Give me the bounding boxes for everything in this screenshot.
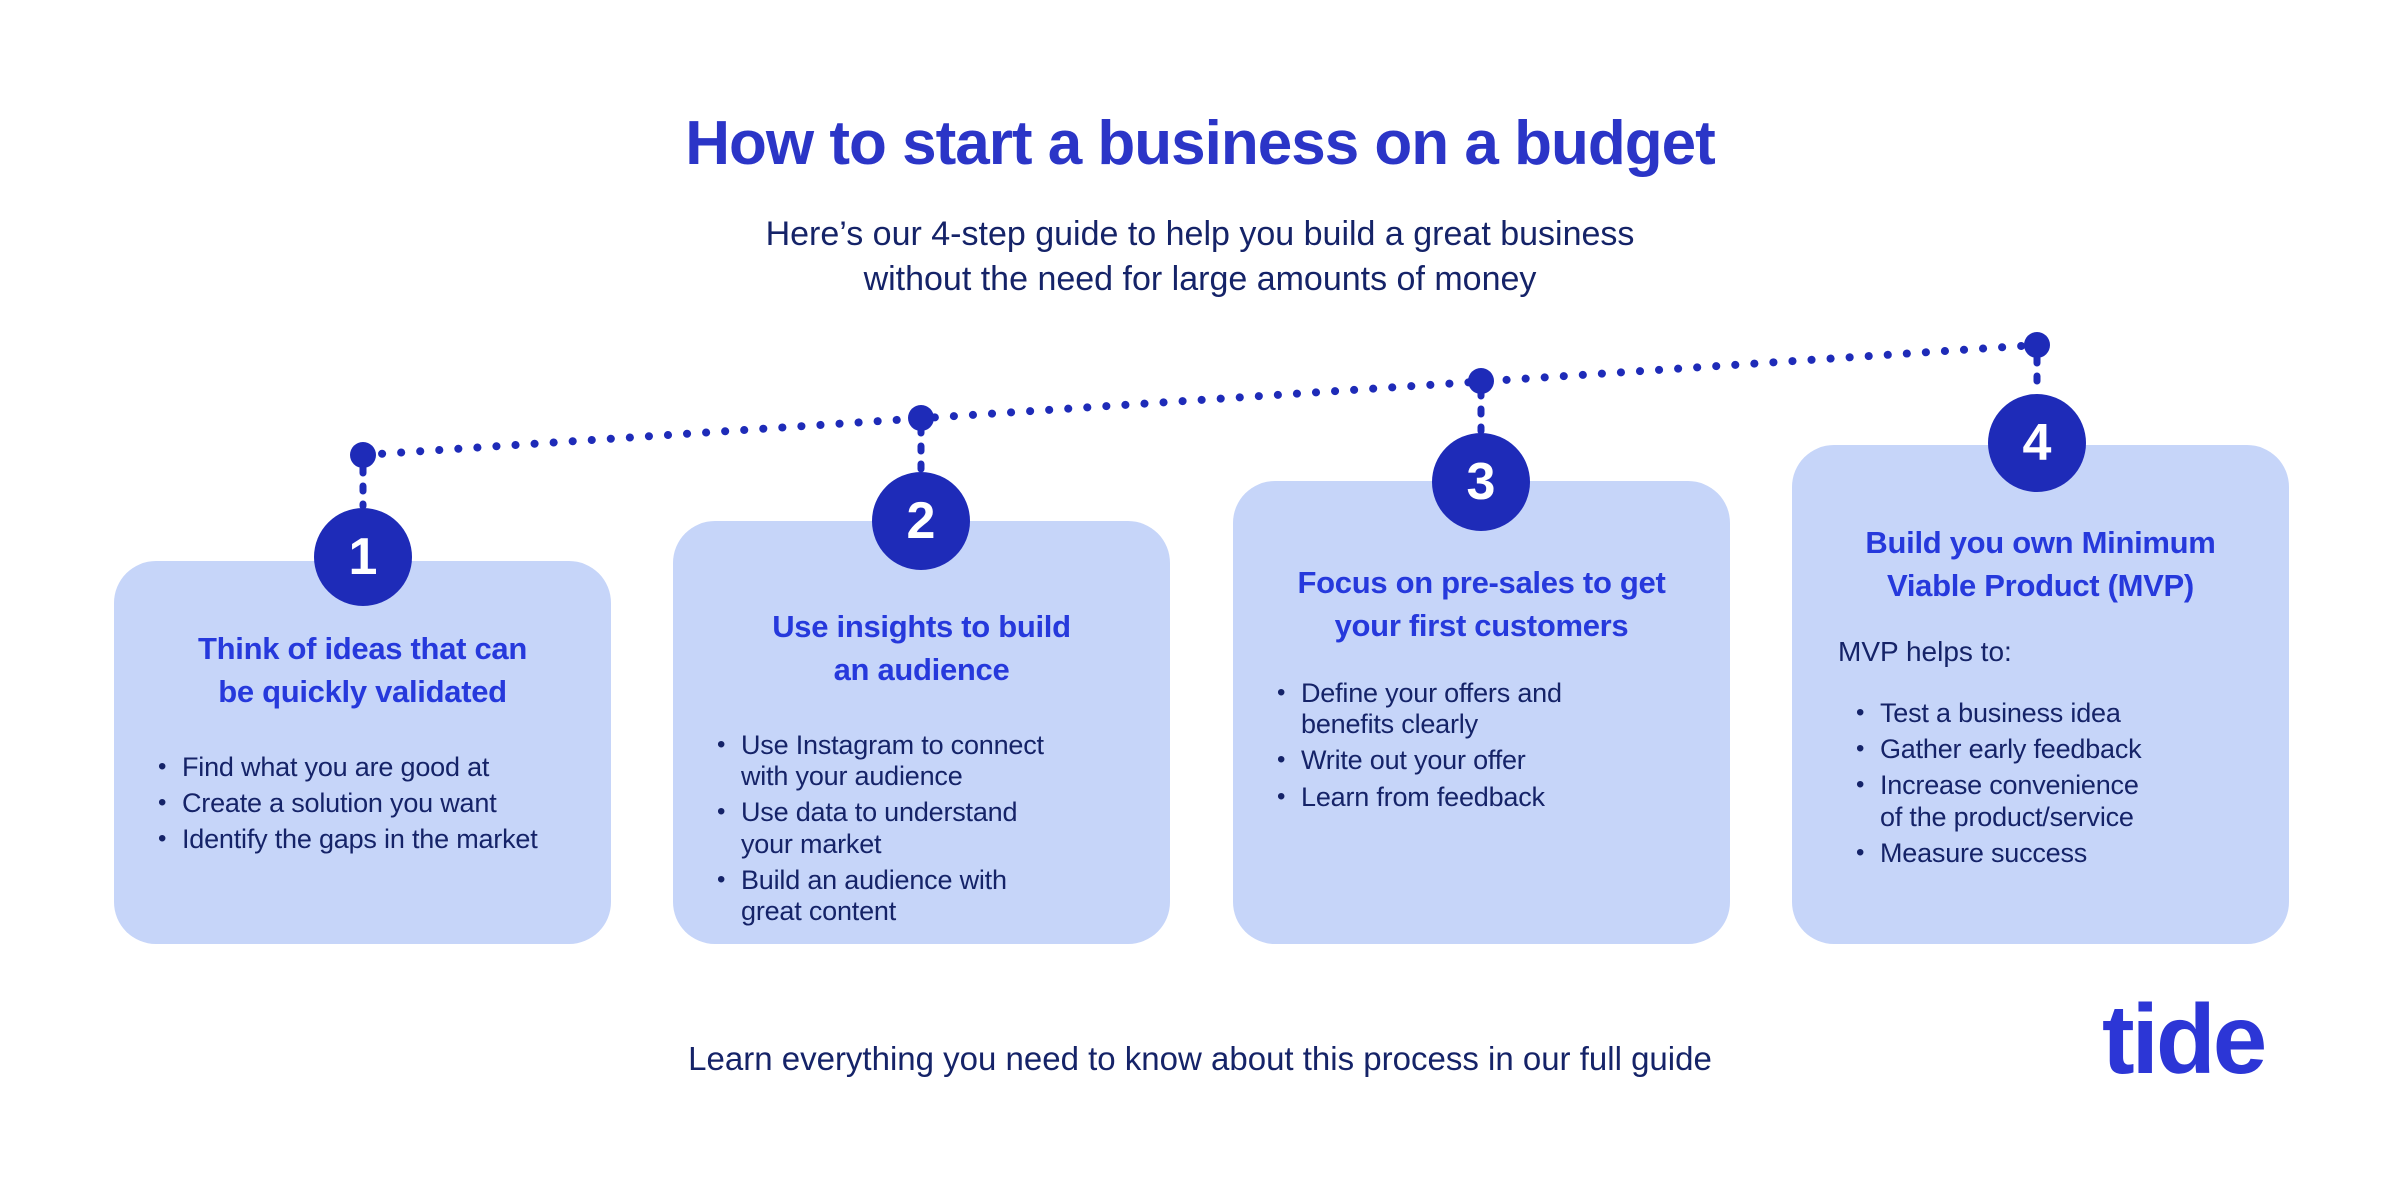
heading-line: Build you own Minimum xyxy=(1865,525,2216,560)
step-card-1: Think of ideas that can be quickly valid… xyxy=(114,561,611,944)
step-1-heading: Think of ideas that can be quickly valid… xyxy=(114,627,611,714)
step-1-badge: 1 xyxy=(314,508,412,606)
heading-line: your first customers xyxy=(1334,608,1629,644)
step-card-4: Build you own Minimum Viable Product (MV… xyxy=(1792,445,2289,944)
footer-text: Learn everything you need to know about … xyxy=(688,1040,1712,1077)
list-item: Increase convenience of the product/serv… xyxy=(1854,770,2275,833)
list-item: Gather early feedback xyxy=(1854,734,2275,765)
heading-line: Viable Product (MVP) xyxy=(1887,568,2194,604)
heading-line: Use insights to build xyxy=(772,609,1071,644)
step-1-bullet-list: Find what you are good at Create a solut… xyxy=(114,752,611,856)
list-item: Create a solution you want xyxy=(156,788,597,819)
list-item: Build an audience with great content xyxy=(715,865,1156,928)
junction-dot-2 xyxy=(908,405,934,431)
step-2-number: 2 xyxy=(906,492,936,550)
list-item: Write out your offer xyxy=(1275,745,1716,776)
list-item: Identify the gaps in the market xyxy=(156,824,597,855)
step-2-bullet-list: Use Instagram to connect with your audie… xyxy=(673,730,1170,928)
heading-line: Think of ideas that can xyxy=(198,631,527,666)
diagonal-dotted-line xyxy=(359,341,2041,459)
step-3-number: 3 xyxy=(1466,453,1496,511)
list-item: Test a business idea xyxy=(1854,698,2275,729)
page-title: How to start a business on a budget xyxy=(685,109,1715,178)
list-item: Use data to understand your market xyxy=(715,797,1156,860)
step-4-intro: MVP helps to: xyxy=(1838,635,2012,667)
step-4-badge: 4 xyxy=(1988,394,2086,492)
junction-dot-1 xyxy=(350,442,376,468)
junction-dot-3 xyxy=(1468,368,1494,394)
list-item: Measure success xyxy=(1854,838,2275,869)
step-4-bullet-list: Test a business idea Gather early feedba… xyxy=(1792,698,2289,870)
list-item: Use Instagram to connect with your audie… xyxy=(715,730,1156,793)
list-item: Learn from feedback xyxy=(1275,782,1716,813)
step-card-3: Focus on pre-sales to get your first cus… xyxy=(1233,481,1730,944)
heading-line: Focus on pre-sales to get xyxy=(1297,565,1666,600)
tide-logo: tide xyxy=(2102,984,2267,1094)
step-2-badge: 2 xyxy=(872,472,970,570)
list-item: Find what you are good at xyxy=(156,752,597,783)
step-4-number: 4 xyxy=(2022,414,2052,472)
heading-line: be quickly validated xyxy=(218,674,507,710)
subtitle-line-1: Here’s our 4-step guide to help you buil… xyxy=(765,215,1635,253)
page-subtitle: Here’s our 4-step guide to help you buil… xyxy=(0,212,2400,302)
list-item: Define your offers and benefits clearly xyxy=(1275,678,1716,741)
step-3-heading: Focus on pre-sales to get your first cus… xyxy=(1233,561,1730,648)
step-3-badge: 3 xyxy=(1432,433,1530,531)
step-card-2: Use insights to build an audience Use In… xyxy=(673,521,1170,944)
step-4-heading: Build you own Minimum Viable Product (MV… xyxy=(1792,521,2289,608)
step-1-number: 1 xyxy=(348,528,378,586)
subtitle-line-2: without the need for large amounts of mo… xyxy=(863,260,1537,299)
step-3-bullet-list: Define your offers and benefits clearly … xyxy=(1233,678,1730,813)
step-2-heading: Use insights to build an audience xyxy=(673,605,1170,692)
heading-line: an audience xyxy=(833,652,1010,688)
junction-dot-4 xyxy=(2024,332,2050,358)
